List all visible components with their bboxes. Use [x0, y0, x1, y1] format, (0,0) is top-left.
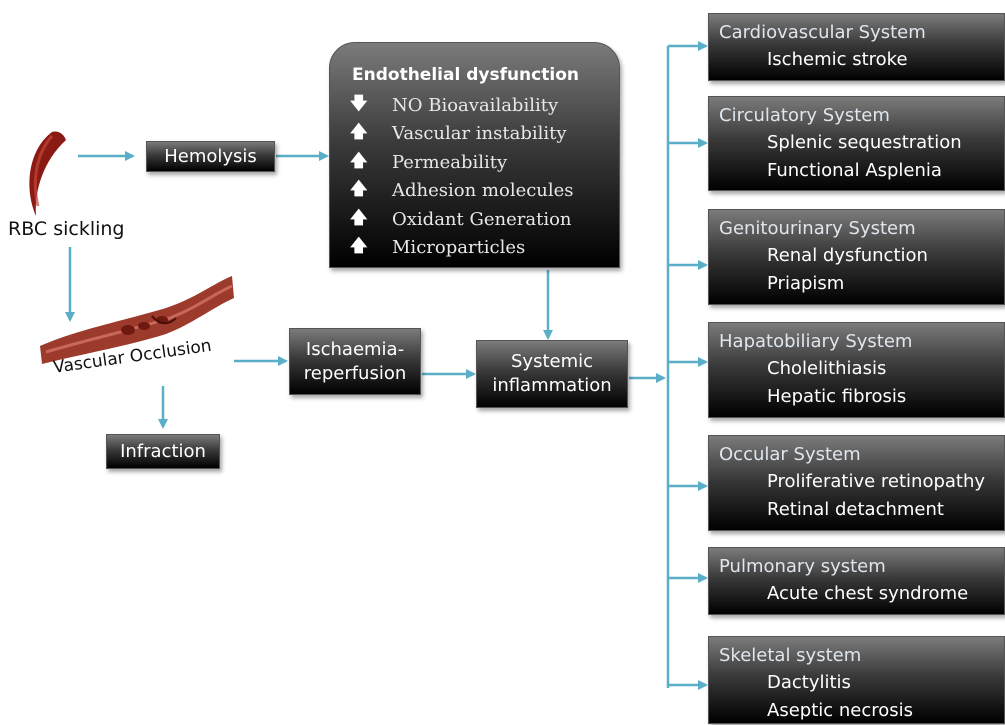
- system-box-genitourinary: Genitourinary System Renal dysfunction P…: [708, 209, 1005, 305]
- down-arrow-icon: 🡇: [350, 93, 368, 114]
- system-title: Genitourinary System: [719, 218, 916, 239]
- sickle-cell-icon: [29, 131, 66, 216]
- endothelial-item-label: Microparticles: [392, 237, 526, 259]
- system-box-hepatobiliary: Hapatobiliary System Cholelithiasis Hepa…: [708, 322, 1005, 418]
- endothelial-item-label: Adhesion molecules: [392, 180, 574, 202]
- endothelial-item-label: Vascular instability: [392, 123, 567, 145]
- system-box-cardiovascular: Cardiovascular System Ischemic stroke: [708, 13, 1005, 81]
- system-item: Renal dysfunction: [767, 245, 928, 266]
- blood-vessel-icon: [40, 276, 234, 364]
- system-box-pulmonary: Pulmonary system Acute chest syndrome: [708, 547, 1005, 615]
- systemic-inflammation-box: Systemic inflammation: [476, 340, 628, 408]
- up-arrow-icon: 🡅: [350, 150, 368, 171]
- endothelial-item: 🡅 Vascular instability: [350, 120, 619, 149]
- system-title: Cardiovascular System: [719, 22, 926, 43]
- hemolysis-box: Hemolysis: [146, 141, 275, 172]
- system-title: Skeletal system: [719, 645, 862, 666]
- rbc-sickling-label: RBC sickling: [8, 218, 125, 240]
- system-title: Hapatobiliary System: [719, 331, 913, 352]
- endothelial-item-label: NO Bioavailability: [392, 94, 559, 116]
- endothelial-item: 🡅 Oxidant Generation: [350, 205, 619, 234]
- system-item: Cholelithiasis: [767, 358, 887, 379]
- system-item: Priapism: [767, 273, 845, 294]
- system-item: Acute chest syndrome: [767, 583, 969, 604]
- system-item: Proliferative retinopathy: [767, 471, 986, 492]
- system-title: Pulmonary system: [719, 556, 886, 577]
- endothelial-item-label: Oxidant Generation: [392, 208, 572, 230]
- up-arrow-icon: 🡅: [350, 207, 368, 228]
- endothelial-item-list: 🡇 NO Bioavailability 🡅 Vascular instabil…: [350, 91, 619, 262]
- endothelial-item: 🡅 Microparticles: [350, 234, 619, 263]
- endothelial-item: 🡅 Permeability: [350, 148, 619, 177]
- systemic-label-line1: Systemic: [510, 351, 594, 372]
- system-title: Circulatory System: [719, 105, 890, 126]
- hemolysis-label: Hemolysis: [164, 145, 257, 167]
- infraction-label: Infraction: [120, 440, 206, 462]
- ischaemia-reperfusion-box: Ischaemia- reperfusion: [289, 328, 421, 395]
- system-item: Hepatic fibrosis: [767, 386, 907, 407]
- system-item: Aseptic necrosis: [767, 700, 914, 721]
- system-box-skeletal: Skeletal system Dactylitis Aseptic necro…: [708, 636, 1005, 724]
- ischaemia-label-line2: reperfusion: [303, 362, 407, 384]
- system-box-occular: Occular System Proliferative retinopathy…: [708, 435, 1005, 531]
- system-item: Retinal detachment: [767, 499, 944, 520]
- systemic-label-line2: inflammation: [492, 375, 612, 396]
- system-box-circulatory: Circulatory System Splenic sequestration…: [708, 96, 1005, 191]
- system-item: Ischemic stroke: [767, 49, 908, 70]
- endothelial-title: Endothelial dysfunction: [352, 65, 579, 85]
- endothelial-dysfunction-box: Endothelial dysfunction 🡇 NO Bioavailabi…: [329, 42, 620, 268]
- endothelial-item: 🡇 NO Bioavailability: [350, 91, 619, 120]
- system-item: Splenic sequestration: [767, 132, 962, 153]
- infraction-box: Infraction: [106, 434, 220, 469]
- up-arrow-icon: 🡅: [350, 179, 368, 200]
- endothelial-item-label: Permeability: [392, 151, 508, 173]
- endothelial-item: 🡅 Adhesion molecules: [350, 177, 619, 206]
- system-item: Dactylitis: [767, 672, 851, 693]
- system-title: Occular System: [719, 444, 861, 465]
- up-arrow-icon: 🡅: [350, 236, 368, 257]
- system-item: Functional Asplenia: [767, 160, 942, 181]
- up-arrow-icon: 🡅: [350, 122, 368, 143]
- ischaemia-label-line1: Ischaemia-: [305, 338, 405, 360]
